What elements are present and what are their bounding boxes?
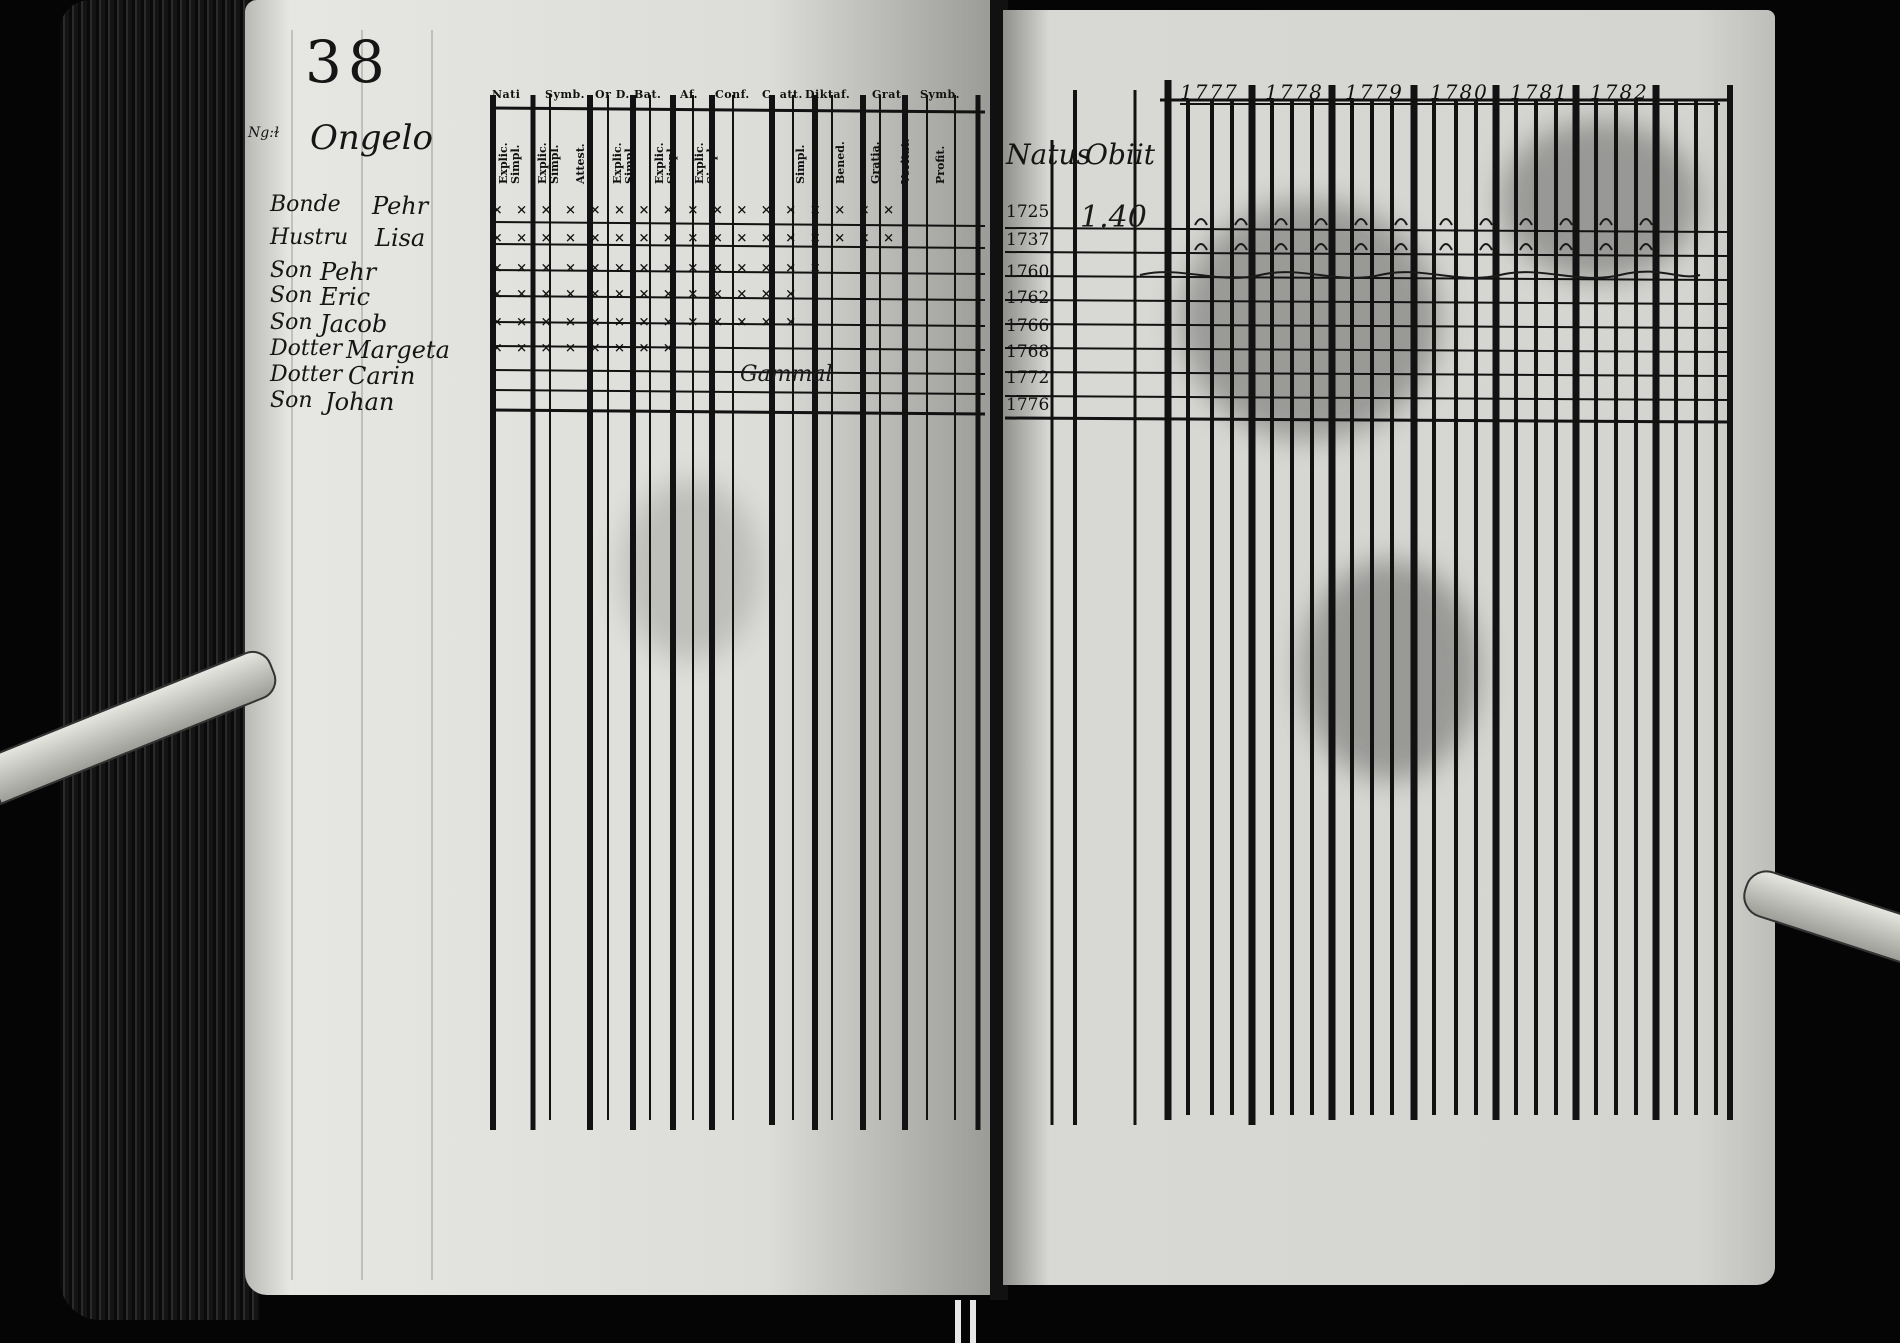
person-role: Dotter — [270, 336, 343, 361]
birth-year: 1772 — [1006, 368, 1050, 388]
column-subheader: Explic. Simpl. — [693, 142, 718, 184]
year-header: 1782 — [1590, 80, 1649, 104]
catechism-marks: × × × × × × × × × × × × × × × × × — [492, 228, 896, 248]
year-header: 1781 — [1510, 80, 1569, 104]
column-subheader: Explic. Simpl. — [497, 142, 522, 184]
catechism-marks: × × × × × × × × — [492, 338, 676, 358]
column-subheader: Veritat. — [899, 138, 912, 184]
column-subheader: Explic. Simpl. — [536, 142, 561, 184]
person-role: Son — [270, 283, 313, 308]
person-role: Son — [270, 310, 313, 335]
person-name: Johan — [325, 388, 395, 416]
birth-year: 1725 — [1006, 202, 1050, 222]
year-header: 1779 — [1345, 80, 1404, 104]
page-number: 38 — [305, 28, 391, 96]
column-subheader: Gratia. — [869, 141, 882, 184]
person-name: Lisa — [375, 224, 426, 252]
year-header: 1777 — [1180, 80, 1239, 104]
left-page — [245, 0, 993, 1295]
column-header: Diktaf. — [805, 88, 851, 101]
binding-rod — [970, 1300, 976, 1343]
row-annotation: Gammal — [740, 362, 833, 387]
person-role: Bonde — [270, 192, 341, 217]
catechism-marks: × × × × × × × × × × × × × × × × × — [492, 200, 896, 220]
birth-year: 1762 — [1006, 288, 1050, 308]
household-label: Ng:ɫ — [248, 125, 280, 141]
catechism-marks: × × × × × × × × × × × × × — [492, 312, 798, 332]
year-header: 1778 — [1265, 80, 1324, 104]
column-header: C. att. — [762, 88, 803, 101]
birth-year: 1766 — [1006, 316, 1050, 336]
person-role: Son — [270, 388, 313, 413]
household-name: Ongelo — [310, 118, 434, 158]
person-name: Pehr — [372, 192, 429, 220]
column-header: Af. — [680, 88, 699, 101]
column-subheader: Profit. — [934, 145, 947, 184]
column-subheader: Explic. Simpl. — [611, 142, 636, 184]
right-page — [1003, 10, 1775, 1285]
person-name: Jacob — [320, 310, 388, 338]
person-name: Pehr — [320, 258, 377, 286]
column-subheader: Explic. Simpl. — [653, 142, 678, 184]
person-role: Son — [270, 258, 313, 283]
birth-year: 1737 — [1006, 230, 1050, 250]
year-header: 1780 — [1430, 80, 1489, 104]
birth-year: 1776 — [1006, 395, 1050, 415]
death-note: 1.40 — [1080, 200, 1147, 235]
column-subheader: Attest. — [574, 143, 587, 184]
catechism-marks: × × × × × × × × × × × × × — [492, 284, 798, 304]
birth-year: 1760 — [1006, 262, 1050, 282]
obiit-header: Obiit — [1085, 138, 1156, 171]
birth-year: 1768 — [1006, 342, 1050, 362]
column-header: Nati — [492, 88, 521, 101]
person-name: Carin — [348, 362, 416, 390]
column-header: Symb. — [545, 88, 585, 101]
column-header: Symb. — [920, 88, 960, 101]
person-name: Eric — [320, 283, 371, 311]
binding-rod — [955, 1300, 961, 1343]
column-subheader: Bened. — [834, 141, 847, 184]
column-subheader: Simpl. — [794, 144, 807, 184]
person-role: Hustru — [270, 225, 349, 250]
catechism-marks: × × × × × × × × × × × × × × — [492, 258, 823, 278]
person-name: Margeta — [346, 336, 450, 364]
column-header: Conf. — [715, 88, 750, 101]
natus-header: Natus — [1006, 138, 1091, 171]
column-header: Or D. Bat. — [595, 88, 662, 101]
person-role: Dotter — [270, 362, 343, 387]
column-header: Grat. — [872, 88, 906, 101]
stain — [1500, 120, 1700, 280]
stain — [620, 480, 760, 660]
